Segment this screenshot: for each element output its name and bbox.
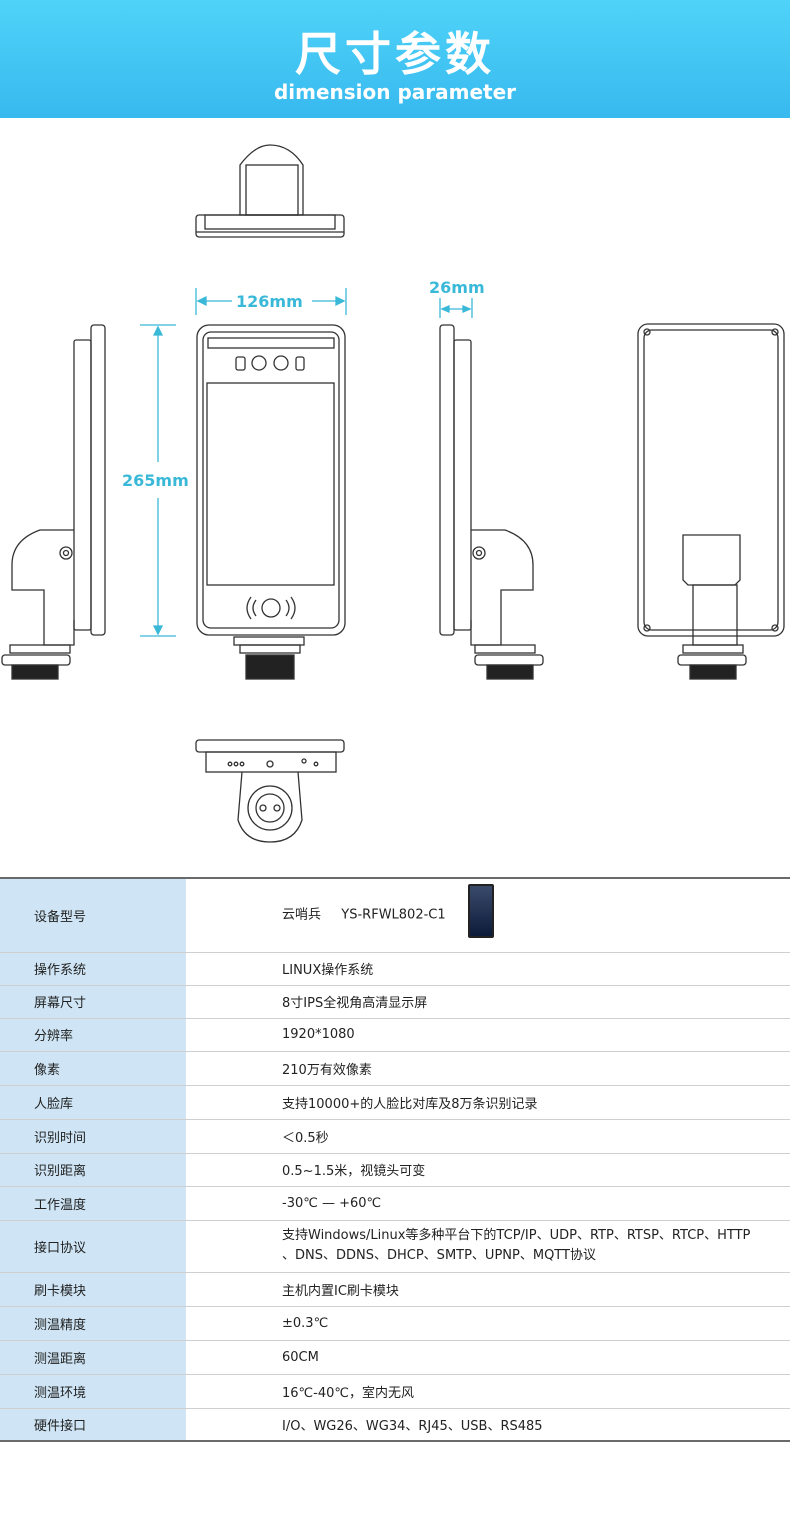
spec-value-line2: 、DNS、DDNS、DHCP、SMTP、UPNP、MQTT协议 [282,1248,596,1263]
spec-key: 识别距离 [0,1153,186,1187]
spec-key: 设备型号 [0,877,186,953]
spec-value: 支持10000+的人脸比对库及8万条识别记录 [186,1085,790,1120]
spec-key: 工作温度 [0,1186,186,1221]
front-view [196,324,346,680]
spec-key: 屏幕尺寸 [0,985,186,1019]
spec-value: 60CM [186,1340,790,1375]
height-label: 265mm [122,471,189,490]
top-view [195,144,345,238]
spec-key: 识别时间 [0,1119,186,1154]
spec-key: 硬件接口 [0,1408,186,1442]
page-title: 尺寸参数 [295,27,495,81]
left-side-view [1,324,106,680]
table-row: 接口协议 支持Windows/Linux等多种平台下的TCP/IP、UDP、RT… [0,1220,790,1273]
spec-key: 分辨率 [0,1018,186,1052]
spec-value: 支持Windows/Linux等多种平台下的TCP/IP、UDP、RTP、RTS… [186,1220,790,1273]
brand-name: 云哨兵 [282,907,322,923]
spec-value: I/O、WG26、WG34、RJ45、USB、RS485 [186,1408,790,1442]
spec-key: 刷卡模块 [0,1272,186,1307]
spec-value: 210万有效像素 [186,1051,790,1086]
right-side-view [439,324,544,680]
device-thumbnail [467,884,494,939]
bottom-view [195,739,345,843]
spec-value: 1920*1080 [186,1018,790,1052]
table-row: 测温精度±0.3℃ [0,1306,790,1341]
dimension-drawing: 126mm 265mm 26mm [1,144,785,843]
model-number: YS-RFWL802-C1 [341,907,446,923]
spec-value: 16℃-40℃，室内无风 [186,1374,790,1409]
spec-value: -30℃ — +60℃ [186,1186,790,1221]
rear-view [637,323,785,680]
depth-label: 26mm [429,278,485,297]
spec-value: 8寸IPS全视角高清显示屏 [186,985,790,1019]
spec-key: 接口协议 [0,1220,186,1273]
spec-value: 云哨兵 YS-RFWL802-C1 [186,877,790,953]
spec-value: ±0.3℃ [186,1306,790,1341]
spec-key: 像素 [0,1051,186,1086]
table-row: 识别时间＜0.5秒 [0,1119,790,1154]
spec-value-line1: 支持Windows/Linux等多种平台下的TCP/IP、UDP、RTP、RTS… [282,1228,751,1243]
spec-key: 测温环境 [0,1374,186,1409]
spec-value: ＜0.5秒 [186,1119,790,1154]
spec-key: 测温距离 [0,1340,186,1375]
width-label: 126mm [236,292,303,311]
header-banner: 尺寸参数 dimension parameter [0,0,790,118]
page-subtitle: dimension parameter [273,80,517,104]
spec-value: LINUX操作系统 [186,952,790,986]
spec-key: 操作系统 [0,952,186,986]
table-row: 设备型号 云哨兵 YS-RFWL802-C1 [0,877,790,953]
table-row: 刷卡模块主机内置IC刷卡模块 [0,1272,790,1307]
spec-value: 0.5~1.5米，视镜头可变 [186,1153,790,1187]
spec-key: 测温精度 [0,1306,186,1341]
spec-key: 人脸库 [0,1085,186,1120]
table-row: 工作温度-30℃ — +60℃ [0,1186,790,1221]
table-row: 人脸库支持10000+的人脸比对库及8万条识别记录 [0,1085,790,1120]
spec-value: 主机内置IC刷卡模块 [186,1272,790,1307]
